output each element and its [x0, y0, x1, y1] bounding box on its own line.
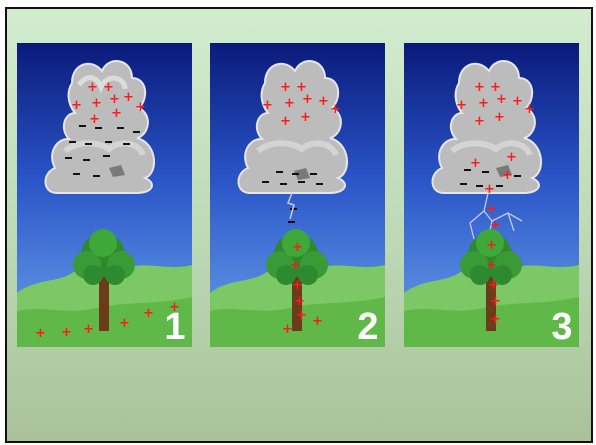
svg-text:+: + — [502, 168, 513, 183]
svg-text:+: + — [135, 100, 146, 115]
svg-text:+: + — [456, 98, 467, 113]
svg-text:+: + — [474, 114, 485, 129]
panel-number: 1 — [164, 306, 185, 347]
svg-text:+: + — [484, 182, 495, 197]
svg-text:+: + — [111, 106, 122, 121]
svg-text:+: + — [83, 322, 94, 337]
svg-text:+: + — [470, 156, 481, 171]
svg-text:+: + — [296, 308, 307, 323]
svg-text:+: + — [290, 258, 301, 273]
svg-text:+: + — [284, 96, 295, 111]
svg-text:+: + — [123, 90, 134, 105]
svg-text:+: + — [494, 110, 505, 125]
svg-text:+: + — [280, 114, 291, 129]
svg-text:+: + — [490, 312, 501, 327]
svg-text:+: + — [318, 94, 329, 109]
svg-text:+: + — [302, 92, 313, 107]
svg-text:+: + — [280, 80, 291, 95]
svg-text:+: + — [89, 112, 100, 127]
svg-text:+: + — [292, 240, 303, 255]
panel-number: 2 — [357, 306, 378, 347]
svg-text:+: + — [490, 294, 501, 309]
svg-text:+: + — [282, 322, 293, 337]
svg-text:+: + — [294, 294, 305, 309]
panel-number: 3 — [551, 306, 572, 347]
svg-text:+: + — [474, 80, 485, 95]
svg-text:+: + — [506, 150, 517, 165]
panel-3: ++ +++++ ++ +++ — [404, 43, 579, 347]
svg-text:+: + — [330, 102, 341, 117]
slide: ++ +++++ ++ ++++++ 1 — [5, 7, 593, 443]
svg-text:+: + — [91, 96, 102, 111]
panel-2: ++ +++++ ++ +++++ ++ 2 — [210, 43, 385, 347]
svg-text:+: + — [478, 96, 489, 111]
svg-text:+: + — [488, 278, 499, 293]
svg-text:+: + — [312, 314, 323, 329]
svg-text:+: + — [143, 306, 154, 321]
svg-text:+: + — [292, 278, 303, 293]
svg-text:+: + — [486, 202, 497, 217]
svg-text:+: + — [71, 98, 82, 113]
svg-text:+: + — [300, 110, 311, 125]
svg-text:+: + — [512, 94, 523, 109]
svg-text:+: + — [486, 238, 497, 253]
svg-text:+: + — [486, 258, 497, 273]
svg-text:+: + — [119, 316, 130, 331]
svg-text:+: + — [35, 326, 46, 341]
svg-text:+: + — [490, 218, 501, 233]
svg-text:+: + — [87, 80, 98, 95]
panel-1: ++ +++++ ++ ++++++ 1 — [17, 43, 192, 347]
svg-text:+: + — [524, 102, 535, 117]
svg-text:+: + — [262, 98, 273, 113]
svg-text:+: + — [109, 92, 120, 107]
svg-text:+: + — [61, 325, 72, 340]
svg-text:+: + — [496, 92, 507, 107]
